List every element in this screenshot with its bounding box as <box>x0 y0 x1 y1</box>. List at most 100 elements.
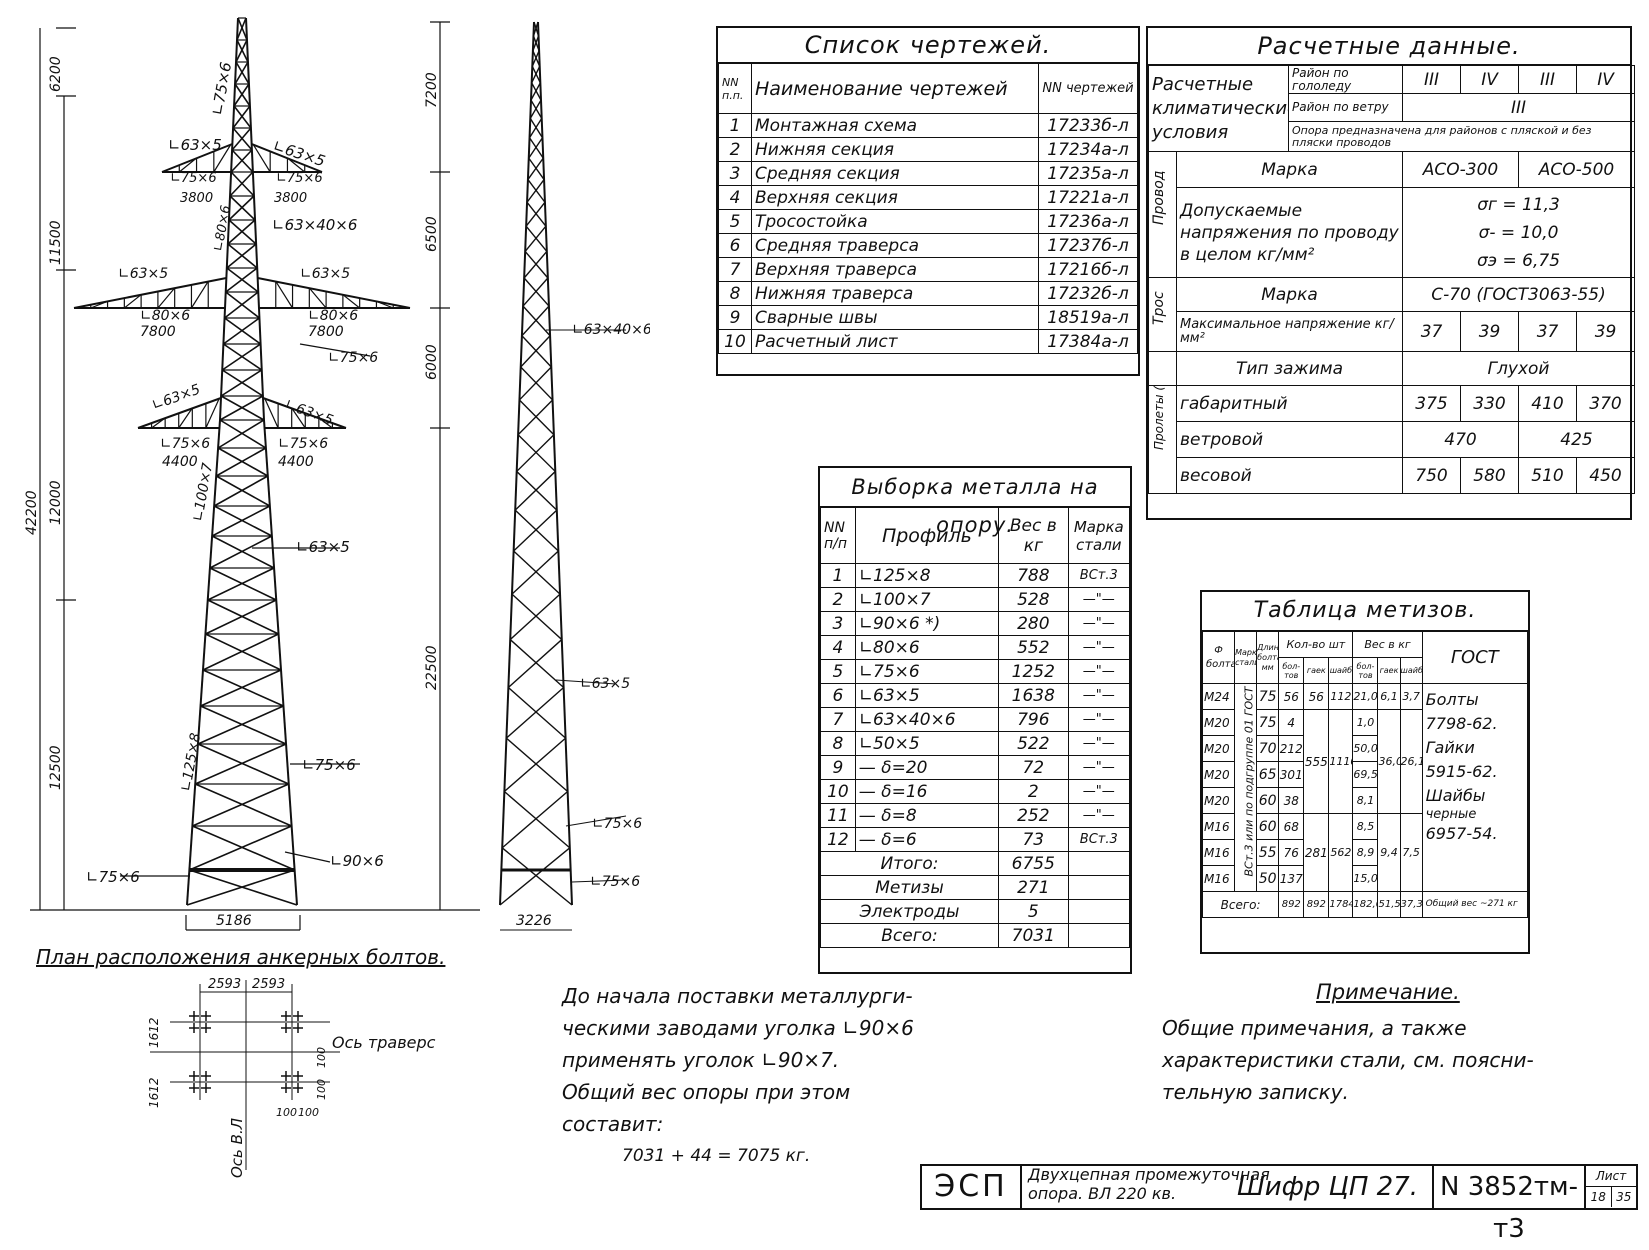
tower-brace <box>234 83 251 107</box>
metal-no: 3 <box>820 611 856 636</box>
metal-weight-header: Вес в кг <box>998 507 1069 564</box>
side-brace <box>520 335 551 368</box>
lower-traverse-web <box>178 407 193 429</box>
side-leg-left <box>499 21 535 906</box>
fast-wwashers-m20: 26,1 <box>1399 709 1423 814</box>
tower-brace <box>229 171 254 197</box>
tower-brace <box>211 535 275 569</box>
ice-region-4: IV <box>1576 65 1636 94</box>
metal-profile: ∟90×6 *) <box>854 611 1000 636</box>
metal-total-value: 6755 <box>998 851 1069 876</box>
side-label-75x6: ∟75×6 <box>592 816 642 832</box>
clamp-value: Глухой <box>1402 351 1636 386</box>
lower-traverse-web <box>291 407 306 429</box>
side-brace <box>514 509 559 552</box>
tower-brace <box>194 743 287 785</box>
tower-brace <box>228 195 255 221</box>
fast-steel-header: Марка стали <box>1234 631 1258 684</box>
metal-profile: ∟100×7 <box>854 587 1000 612</box>
plan-dim-top-1: 2593 <box>208 977 241 992</box>
span-1-3: 410 <box>1518 385 1578 422</box>
side-brace <box>514 470 556 511</box>
drawings-list-row: 9 Сварные швы 18519а-л <box>718 305 1138 330</box>
tower-brace <box>233 83 250 107</box>
metal-row: 8 ∟50×5 522 —"— <box>820 731 1131 756</box>
tower-front-view: 6200115001200012500422007200650060002250… <box>24 17 480 931</box>
fasteners-table: Таблица метизов. Ф болта Марка стали Дли… <box>1200 590 1530 954</box>
side-brace <box>526 179 545 203</box>
tower-brace <box>200 705 287 745</box>
lower-traverse-web <box>263 397 279 429</box>
metal-total-value: 271 <box>998 875 1069 900</box>
middle-traverse-web <box>376 300 394 309</box>
label-middle-traverse-bottom-left: ∟80×6 <box>140 308 190 324</box>
tower-brace <box>217 447 269 477</box>
fast-wbolts: 21,0 <box>1352 683 1379 710</box>
tower-brace <box>200 669 282 707</box>
fast-dia: М16 <box>1201 813 1236 840</box>
metal-no: 5 <box>820 659 856 684</box>
metal-row: 9 — δ=20 72 —"— <box>820 755 1131 780</box>
spans-label: Пролеты (м) <box>1148 385 1177 494</box>
note-left-line-4: Общий вес опоры при этом <box>562 1080 851 1104</box>
metal-no: 7 <box>820 707 856 732</box>
tower-brace <box>232 105 251 129</box>
metal-total-row: Электроды 5 <box>819 899 1131 924</box>
label-middle-traverse-right: ∟63×5 <box>300 266 350 282</box>
label-upper-traverse-lower-left: ∟75×6 <box>170 171 217 186</box>
tower-brace <box>192 783 290 827</box>
drawing-code: 17384а-л <box>1038 329 1138 354</box>
middle-traverse-web <box>342 294 361 309</box>
side-brace <box>511 593 563 641</box>
tower-leg-left <box>186 419 221 906</box>
wire-stress-values: σг = 11,3 σ- = 10,0 σэ = 6,75 <box>1402 187 1636 278</box>
metal-steel: —"— <box>1067 731 1131 756</box>
note-left-line-3: применять уголок ∟90×7. <box>562 1048 840 1072</box>
label-lower-traverse-left: ∟63×5 <box>150 382 203 414</box>
metal-weight: 72 <box>998 755 1069 780</box>
wire-mark-1: АСО-300 <box>1402 151 1520 188</box>
metal-row: 11 — δ=8 252 —"— <box>820 803 1131 828</box>
tower-brace <box>224 291 259 319</box>
ice-region-label: Район по гололеду <box>1288 65 1404 94</box>
label-lower-span-left: 4400 <box>162 454 198 470</box>
fast-wbolts-header: бол-тов <box>1352 657 1379 684</box>
note-left: До начала поставки металлурги- ческими з… <box>562 980 914 1172</box>
side-brace <box>518 366 552 401</box>
tower-brace <box>226 243 257 269</box>
metal-no-header: NN п/п <box>820 507 856 564</box>
middle-traverse-top <box>257 277 411 309</box>
fast-bolts: 56 <box>1278 683 1305 710</box>
drawings-list-row: 10 Расчетный лист 17384а-л <box>718 329 1138 354</box>
note-left-line-2: ческими заводами уголка ∟90×6 <box>562 1016 914 1040</box>
middle-traverse-top <box>73 277 227 309</box>
side-brace <box>513 509 558 552</box>
leader-line <box>565 815 627 827</box>
metal-profile: ∟63×40×6 <box>854 707 1000 732</box>
tower-brace <box>236 17 247 41</box>
dim-6000: 6000 <box>424 344 440 380</box>
fast-len: 60 <box>1256 787 1280 814</box>
title-block: ЭСП Двухцепная промежуточная опора. ВЛ 2… <box>920 1164 1638 1244</box>
middle-traverse-web <box>123 294 142 309</box>
drawings-list-row: 3 Средняя секция 17235а-л <box>718 161 1138 186</box>
fast-wnuts: 6,1 <box>1377 683 1401 710</box>
tower-brace <box>186 869 295 906</box>
tower-brace <box>235 61 250 85</box>
fast-nuts-header: гаек <box>1303 657 1330 684</box>
side-brace <box>509 593 561 641</box>
drawings-list-row: 7 Верхняя траверса 17216б-л <box>718 257 1138 282</box>
metal-total-row: Метизы 271 <box>819 875 1131 900</box>
cable-stress-3: 37 <box>1518 311 1578 352</box>
side-brace <box>503 790 571 849</box>
fast-washers-header: шайб <box>1328 657 1354 684</box>
fast-wnuts-m16: 9,4 <box>1377 813 1401 892</box>
note-right-line-1: Общие примечания, а также <box>1162 1016 1467 1040</box>
tower-brace <box>217 419 265 449</box>
label-leg-100x7: ∟100×7 <box>190 462 216 523</box>
